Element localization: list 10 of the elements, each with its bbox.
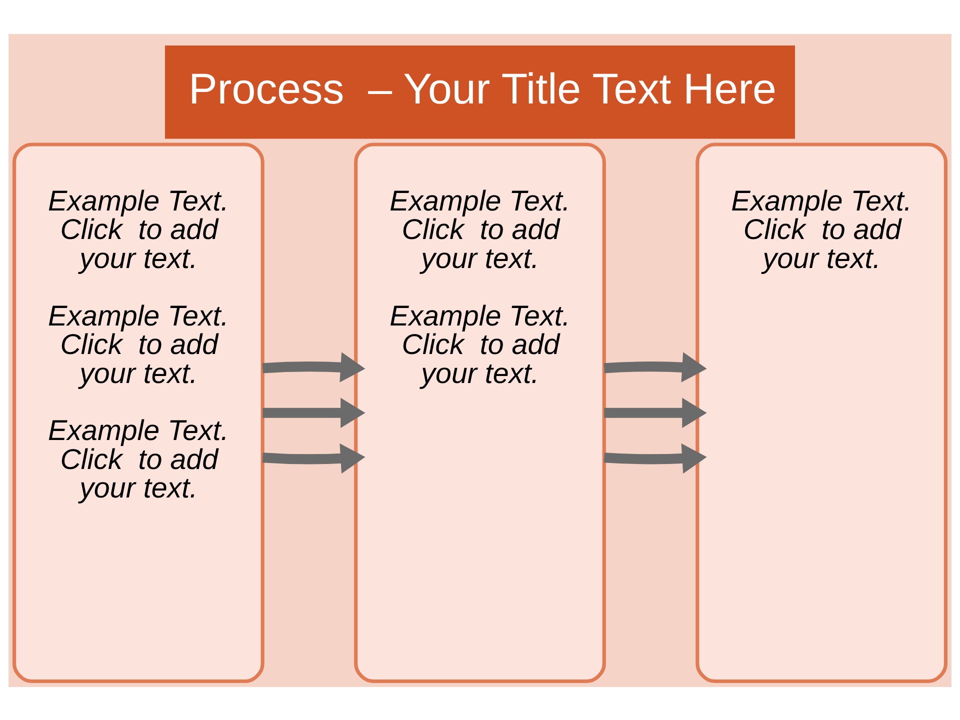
arrow: [604, 352, 707, 382]
node-box: Example Text. Click to add your text. Example Text. Click to add your text. Example Text. Click to add your text.: [12, 142, 264, 683]
arrow: [604, 397, 707, 428]
node-box: Example Text. Click to add your text.: [696, 142, 948, 683]
diagram-title: Process – Your Title Text Here: [188, 65, 776, 114]
arrow: [262, 442, 366, 474]
node-box: Example Text. Click to add your text. Example Text. Click to add your text.: [354, 142, 606, 683]
arrow: [262, 397, 366, 428]
arrow: [262, 352, 366, 382]
arrow: [604, 442, 707, 474]
